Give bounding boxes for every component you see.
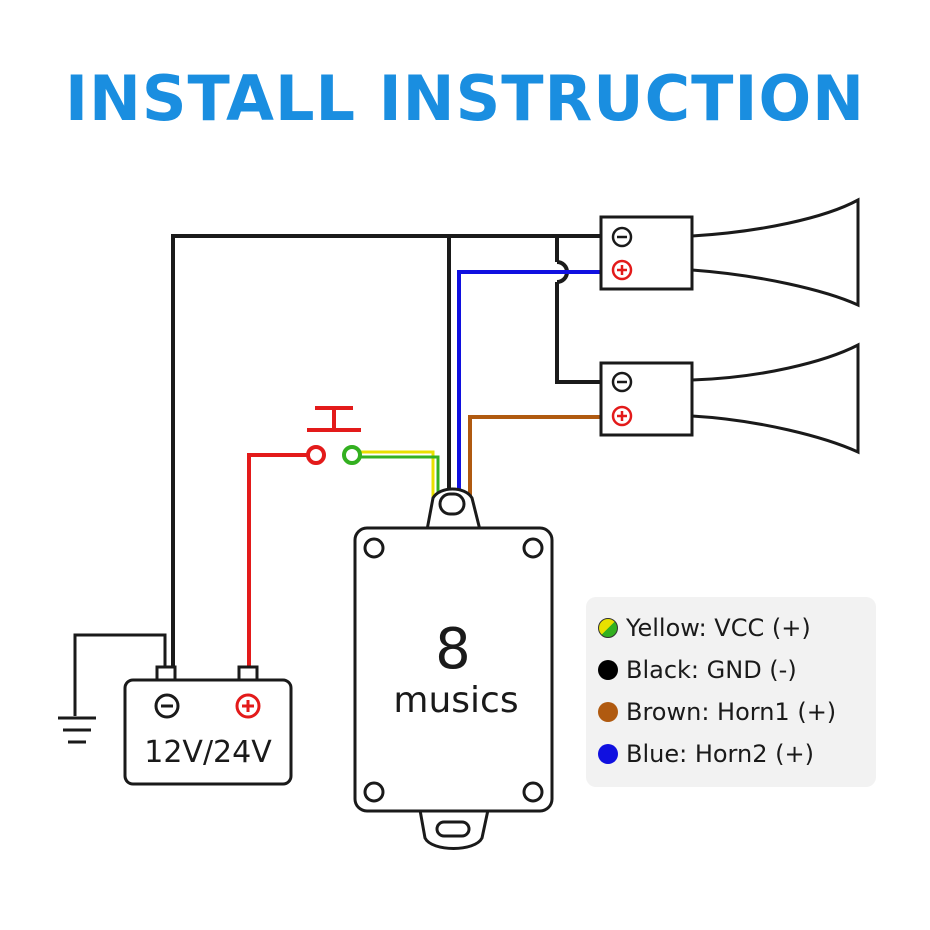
music-count: 8 xyxy=(435,617,471,682)
ground-icon xyxy=(58,633,167,744)
brown-wire xyxy=(468,415,600,510)
red-wire xyxy=(247,453,309,668)
black-dot-icon xyxy=(598,660,618,680)
legend-label: Yellow: VCC (+) xyxy=(626,614,811,642)
gnd-wire xyxy=(171,234,600,668)
minus-icon xyxy=(611,226,633,248)
yellow-green-wire xyxy=(360,450,440,510)
legend-item-black: Black: GND (-) xyxy=(598,655,797,685)
page-title: INSTALL INSTRUCTION xyxy=(64,62,866,135)
wire-color-legend: Yellow: VCC (+) Black: GND (-) Brown: Ho… xyxy=(586,597,876,787)
battery-voltage: 12V/24V xyxy=(144,735,272,770)
legend-item-yellow: Yellow: VCC (+) xyxy=(598,613,811,643)
legend-item-brown: Brown: Horn1 (+) xyxy=(598,697,836,727)
legend-label: Black: GND (-) xyxy=(626,656,797,684)
battery-plus-icon xyxy=(235,693,261,719)
controller-box: 8 musics xyxy=(353,487,554,850)
horn-top xyxy=(599,197,860,308)
legend-label: Brown: Horn1 (+) xyxy=(626,698,837,726)
brown-dot-icon xyxy=(598,702,618,722)
push-button-switch xyxy=(306,406,362,465)
switch-terminal-red xyxy=(306,445,326,465)
legend-item-blue: Blue: Horn2 (+) xyxy=(598,739,814,769)
battery: 12V/24V xyxy=(123,665,293,786)
plus-icon xyxy=(611,259,633,281)
switch-terminal-green xyxy=(342,445,362,465)
legend-label: Blue: Horn2 (+) xyxy=(626,740,814,768)
blue-dot-icon xyxy=(598,744,618,764)
blue-wire xyxy=(457,270,600,510)
yellow-green-dot-icon xyxy=(598,618,618,638)
minus-icon xyxy=(611,371,633,393)
music-label: musics xyxy=(393,680,518,721)
plus-icon xyxy=(611,405,633,427)
battery-minus-icon xyxy=(154,693,180,719)
horn-bottom xyxy=(599,342,860,455)
